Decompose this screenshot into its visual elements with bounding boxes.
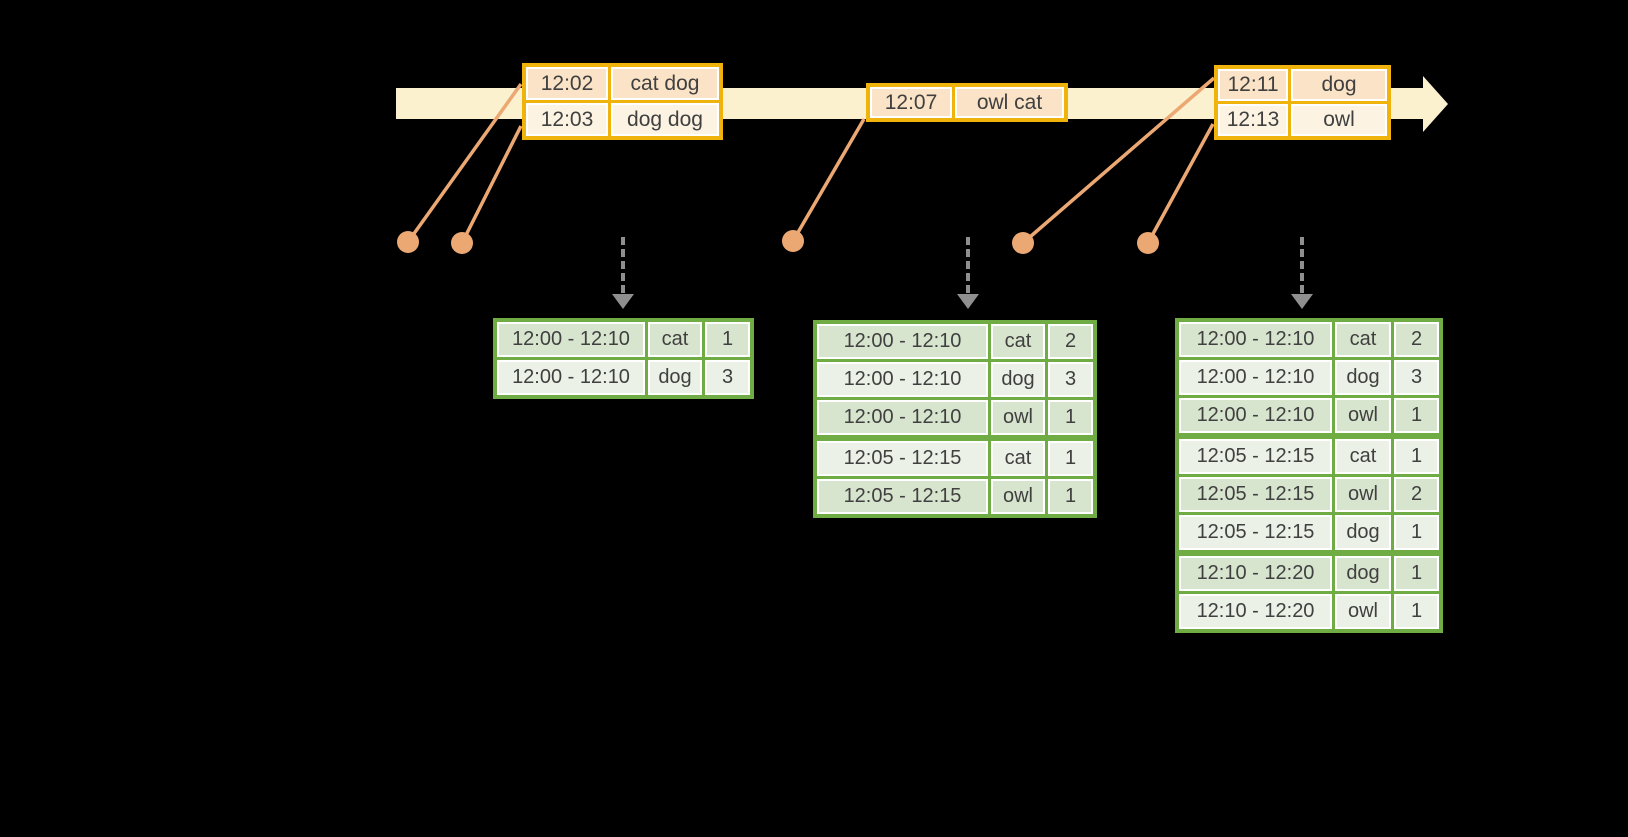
cell-window: 12:00 - 12:10 (1179, 398, 1332, 433)
cell-count: 2 (1394, 322, 1439, 357)
cell-count: 3 (705, 360, 750, 395)
event-dot (782, 230, 804, 252)
cell-window: 12:00 - 12:10 (817, 324, 988, 359)
cell-window: 12:05 - 12:15 (1179, 515, 1332, 550)
cell-count: 3 (1048, 362, 1093, 397)
cell-time: 12:11 (1218, 69, 1288, 101)
cell-word: owl (1335, 594, 1391, 629)
cell-count: 1 (1048, 400, 1093, 435)
cell-count: 1 (1394, 556, 1439, 591)
trigger-arrow-1 (612, 237, 634, 309)
event-dot (1012, 232, 1034, 254)
cell-count: 2 (1394, 477, 1439, 512)
cell-window: 12:00 - 12:10 (497, 360, 645, 395)
cell-word: owl (991, 400, 1045, 435)
event-dot (451, 232, 473, 254)
event-leader-line (791, 118, 866, 242)
arrow-down-icon (612, 294, 634, 309)
cell-count: 1 (1394, 515, 1439, 550)
event-dot (397, 231, 419, 253)
cell-word: owl (991, 479, 1045, 514)
cell-word: cat (991, 441, 1045, 476)
cell-count: 1 (705, 322, 750, 357)
cell-time: 12:13 (1218, 104, 1288, 136)
cell-word: dog (1335, 556, 1391, 591)
cell-time: 12:07 (870, 87, 952, 118)
cell-window: 12:05 - 12:15 (817, 479, 988, 514)
cell-window: 12:00 - 12:10 (1179, 360, 1332, 395)
cell-window: 12:05 - 12:15 (1179, 477, 1332, 512)
arrow-down-icon (1291, 294, 1313, 309)
cell-count: 1 (1394, 594, 1439, 629)
cell-words: owl cat (955, 87, 1064, 118)
cell-count: 1 (1394, 439, 1439, 474)
cell-count: 1 (1048, 441, 1093, 476)
trigger-arrow-2 (957, 237, 979, 309)
cell-words: cat dog (611, 67, 719, 100)
dashed-line (621, 237, 625, 293)
cell-time: 12:02 (526, 67, 608, 100)
cell-window: 12:00 - 12:10 (1179, 322, 1332, 357)
cell-window: 12:00 - 12:10 (817, 362, 988, 397)
cell-word: dog (991, 362, 1045, 397)
trigger-arrow-3 (1291, 237, 1313, 309)
timeline-arrowhead-icon (1423, 76, 1448, 132)
cell-word: cat (1335, 322, 1391, 357)
cell-word: cat (1335, 439, 1391, 474)
cell-word: cat (648, 322, 702, 357)
cell-word: owl (1335, 477, 1391, 512)
arrow-down-icon (957, 294, 979, 309)
cell-word: dog (1335, 360, 1391, 395)
cell-count: 1 (1394, 398, 1439, 433)
cell-count: 3 (1394, 360, 1439, 395)
dashed-line (966, 237, 970, 293)
dashed-line (1300, 237, 1304, 293)
event-dot (1137, 232, 1159, 254)
cell-time: 12:03 (526, 103, 608, 136)
event-leader-line (1146, 123, 1215, 244)
cell-window: 12:10 - 12:20 (1179, 594, 1332, 629)
cell-word: dog (648, 360, 702, 395)
cell-count: 1 (1048, 479, 1093, 514)
cell-window: 12:05 - 12:15 (817, 441, 988, 476)
cell-words: dog (1291, 69, 1387, 101)
cell-window: 12:10 - 12:20 (1179, 556, 1332, 591)
cell-window: 12:00 - 12:10 (817, 400, 988, 435)
cell-words: owl (1291, 104, 1387, 136)
cell-word: dog (1335, 515, 1391, 550)
cell-window: 12:00 - 12:10 (497, 322, 645, 357)
cell-count: 2 (1048, 324, 1093, 359)
cell-word: owl (1335, 398, 1391, 433)
cell-window: 12:05 - 12:15 (1179, 439, 1332, 474)
cell-words: dog dog (611, 103, 719, 136)
cell-word: cat (991, 324, 1045, 359)
event-leader-line (460, 125, 523, 244)
